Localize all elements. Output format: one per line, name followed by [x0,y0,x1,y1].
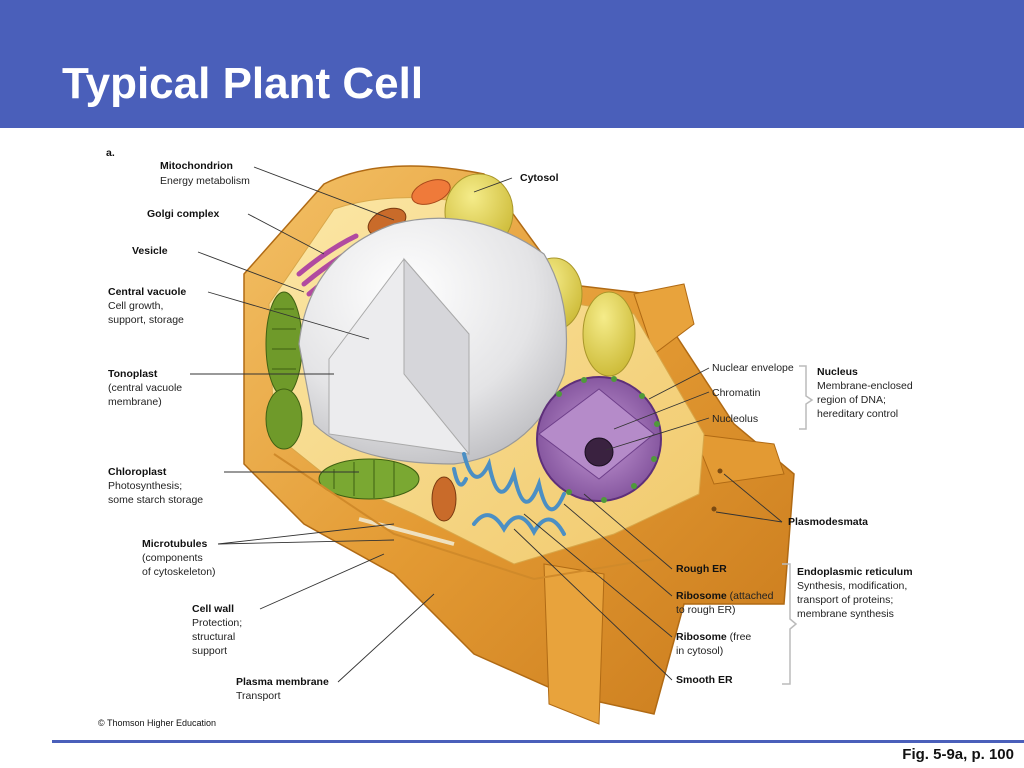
microtubules-desc-2: of cytoskeleton) [142,566,216,578]
microtubules-desc-1: (components [142,552,203,564]
central-vacuole-label: Central vacuole [108,286,186,298]
cell-wall-desc-1: Protection; [192,617,242,629]
footer-rule [52,740,1024,743]
ribosome-free-label: Ribosome (free [676,631,751,643]
rough-er-label: Rough ER [676,563,727,575]
cytosol-label: Cytosol [520,172,559,184]
leader-lines-left [190,166,435,683]
nuclear-envelope-label: Nuclear envelope [712,362,794,374]
er-desc-1: Synthesis, modification, [797,580,907,592]
plasma-membrane-desc: Transport [236,690,281,702]
leader-lines-right [473,177,783,681]
central-vacuole-desc-1: Cell growth, [108,300,163,312]
tonoplast-desc-2: membrane) [108,396,162,408]
nucleus-label: Nucleus [817,366,858,378]
cell-wall-slab [543,563,605,725]
cell-wall-desc-3: support [192,645,227,657]
nucleolus-label: Nucleolus [712,413,758,425]
tonoplast-desc-1: (central vacuole [108,382,182,394]
cell-wall-slab [693,433,785,485]
ribosome-attached-desc: to rough ER) [676,604,736,616]
er-label: Endoplasmic reticulum [797,566,913,578]
er-desc-2: transport of proteins; [797,594,893,606]
plasmodesmata-label: Plasmodesmata [788,516,868,528]
ribosome-attached-label: Ribosome (attached [676,590,774,602]
mitochondrion-label: Mitochondrion [160,160,233,172]
figure-caption: Fig. 5-9a, p. 100 [902,746,1014,763]
cell-wall-slab [633,283,695,355]
panel-letter: a. [106,147,115,159]
plant-cell-figure: a. [94,134,928,734]
ribosome-free-desc: in cytosol) [676,645,723,657]
nucleus-desc-1: Membrane-enclosed [817,380,913,392]
vesicle-label: Vesicle [132,245,168,257]
plasma-membrane [273,453,655,581]
vacuole-cutaway-face [403,257,470,456]
cell-wall-desc-2: structural [192,631,235,643]
mitochondrion [431,476,457,522]
nucleus-bracket [799,365,814,430]
plasma-membrane-label: Plasma membrane [236,676,329,688]
cell-wall-label: Cell wall [192,603,234,615]
golgi-label: Golgi complex [147,208,220,220]
er-bracket [782,563,798,685]
chloroplast-desc-1: Photosynthesis; [108,480,182,492]
er-desc-3: membrane synthesis [797,608,894,620]
chloroplast-label: Chloroplast [108,466,167,478]
chloroplasts [265,291,420,500]
smooth-er-label: Smooth ER [676,674,733,686]
nucleus-desc-3: hereditary control [817,408,898,420]
copyright: © Thomson Higher Education [98,718,216,728]
nucleus-cutaway [538,388,655,480]
endoplasmic-reticulum [452,452,566,537]
plastid [582,291,636,377]
nuclear-pores [556,376,660,503]
microtubules [358,517,455,546]
tonoplast-label: Tonoplast [108,368,158,380]
nucleolus-shape [584,437,614,467]
mitochondrion-desc: Energy metabolism [160,175,250,187]
plasmodesma [717,468,723,474]
chloroplast-desc-2: some starch storage [108,494,203,506]
microtubules-label: Microtubules [142,538,207,550]
chromatin-label: Chromatin [712,387,761,399]
plasmodesma [711,506,717,512]
title-bar [0,0,1024,128]
mitochondrion [411,179,451,205]
plant-cell-diagram: a. [98,147,913,728]
slide-title: Typical Plant Cell [62,59,424,108]
central-vacuole-desc-2: support, storage [108,314,184,326]
nucleus-desc-2: region of DNA; [817,394,886,406]
